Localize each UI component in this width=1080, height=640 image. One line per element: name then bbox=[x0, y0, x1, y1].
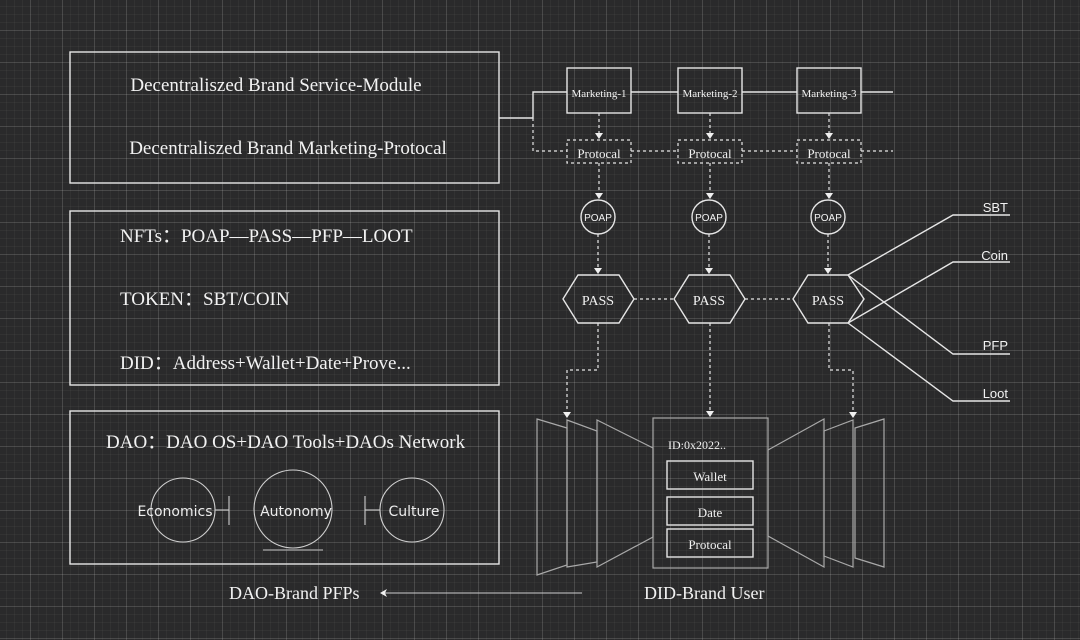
pfp-panel-left-1 bbox=[536, 418, 568, 576]
output-pfp-label[interactable]: PFP bbox=[983, 338, 1008, 353]
culture-circle bbox=[379, 477, 445, 543]
output-loot-label[interactable]: Loot bbox=[983, 386, 1009, 401]
pfp-panels-left bbox=[536, 418, 654, 576]
pfp-panel-left-3 bbox=[596, 419, 654, 569]
token-line: TOKEN：SBT/COIN bbox=[120, 289, 290, 310]
pfp-panel-right-2 bbox=[823, 419, 854, 568]
pass-3-to-pfps bbox=[828, 323, 854, 412]
assets-box[interactable]: NFTs：POAP—PASS—PFP—LOOT TOKEN：SBT/COIN D… bbox=[69, 210, 500, 386]
module-title-service: Decentraliszed Brand Service-Module bbox=[130, 75, 421, 96]
arrow-down-icon bbox=[824, 268, 832, 274]
did-field-protocol-label: Protocal bbox=[688, 537, 732, 552]
did-field-protocol[interactable] bbox=[666, 528, 754, 558]
dao-brand-pfps-label: DAO-Brand PFPs bbox=[229, 583, 360, 603]
module-box[interactable]: Decentraliszed Brand Service-Module Dece… bbox=[69, 51, 500, 184]
protocol-3-box[interactable] bbox=[796, 139, 862, 164]
fan-line-pfp bbox=[847, 274, 1010, 355]
pass-1-to-pfps bbox=[566, 323, 599, 412]
fan-line-sbt bbox=[847, 214, 1010, 276]
arrow-left-icon bbox=[380, 589, 387, 597]
fan-line-coin bbox=[847, 261, 1010, 324]
column-1: Marketing-1 Protocal POAP PASS bbox=[562, 67, 635, 418]
did-field-wallet-label: Wallet bbox=[693, 469, 727, 484]
pass-3-label: PASS bbox=[812, 294, 844, 309]
output-sbt-label[interactable]: SBT bbox=[983, 200, 1008, 215]
marketing-2-label: Marketing-2 bbox=[683, 88, 738, 100]
nfts-line: NFTs：POAP—PASS—PFP—LOOT bbox=[120, 226, 413, 247]
output-coin-label[interactable]: Coin bbox=[981, 248, 1008, 263]
autonomy-label[interactable]: Autonomy bbox=[260, 504, 332, 520]
arrow-down-icon bbox=[825, 193, 833, 199]
protocol-3-label: Protocal bbox=[807, 146, 851, 161]
poap-2-label: POAP bbox=[695, 213, 723, 224]
pass-1-label: PASS bbox=[582, 294, 614, 309]
arrow-down-icon bbox=[705, 268, 713, 274]
did-field-wallet[interactable] bbox=[666, 460, 754, 490]
dao-box-frame bbox=[69, 410, 500, 565]
dao-box[interactable]: DAO：DAO OS+DAO Tools+DAOs Network Econom… bbox=[69, 410, 500, 565]
did-card-frame bbox=[652, 417, 769, 569]
pfp-panel-right-1 bbox=[767, 417, 825, 569]
column-3: Marketing-3 Protocal POAP PASS bbox=[792, 67, 865, 418]
economics-label[interactable]: Economics bbox=[137, 504, 212, 520]
arrow-down-icon bbox=[706, 411, 714, 417]
arrow-down-icon bbox=[595, 193, 603, 199]
arrow-down-icon bbox=[706, 193, 714, 199]
marketing-3-label: Marketing-3 bbox=[802, 88, 857, 100]
arrow-down-icon bbox=[595, 133, 603, 139]
fan-line-loot bbox=[847, 322, 1010, 402]
dao-title: DAO：DAO OS+DAO Tools+DAOs Network bbox=[106, 432, 466, 453]
culture-label[interactable]: Culture bbox=[389, 504, 440, 520]
protocol-2-box[interactable] bbox=[677, 139, 743, 164]
did-card[interactable]: ID:0x2022.. Wallet Date Protocal bbox=[652, 417, 769, 569]
poap-3-label: POAP bbox=[814, 213, 842, 224]
module-to-marketing-connector bbox=[499, 91, 567, 119]
did-line: DID：Address+Wallet+Date+Prove... bbox=[120, 353, 411, 374]
did-field-date-label: Date bbox=[698, 505, 723, 520]
arrow-down-icon bbox=[594, 268, 602, 274]
arrow-down-icon bbox=[706, 133, 714, 139]
outputs-fan: SBT Coin PFP Loot bbox=[847, 200, 1010, 402]
marketing-1-label: Marketing-1 bbox=[572, 88, 627, 100]
assets-box-frame bbox=[69, 210, 500, 386]
poap-1-label: POAP bbox=[584, 213, 612, 224]
arrow-down-icon bbox=[563, 412, 571, 418]
module-title-marketing: Decentraliszed Brand Marketing-Protocal bbox=[129, 138, 447, 159]
did-field-date[interactable] bbox=[666, 496, 754, 526]
pass-2-label: PASS bbox=[693, 294, 725, 309]
autonomy-circle bbox=[253, 469, 333, 549]
arrow-down-icon bbox=[825, 133, 833, 139]
protocol-1-box[interactable] bbox=[566, 139, 632, 164]
arrow-down-icon bbox=[849, 412, 857, 418]
column-2: Marketing-2 Protocal POAP PASS bbox=[673, 67, 746, 417]
did-id-label: ID:0x2022.. bbox=[668, 438, 726, 452]
pass-3-hexagon[interactable] bbox=[792, 274, 865, 324]
protocol-1-label: Protocal bbox=[577, 146, 621, 161]
module-box-frame bbox=[69, 51, 500, 184]
pfp-panel-left-2 bbox=[566, 419, 598, 568]
pfp-panel-right-3 bbox=[854, 418, 885, 568]
protocol-2-label: Protocal bbox=[688, 146, 732, 161]
module-to-protocol-connector bbox=[532, 118, 567, 152]
pfp-panels-right bbox=[767, 417, 885, 569]
did-brand-user-label: DID-Brand User bbox=[644, 583, 764, 603]
